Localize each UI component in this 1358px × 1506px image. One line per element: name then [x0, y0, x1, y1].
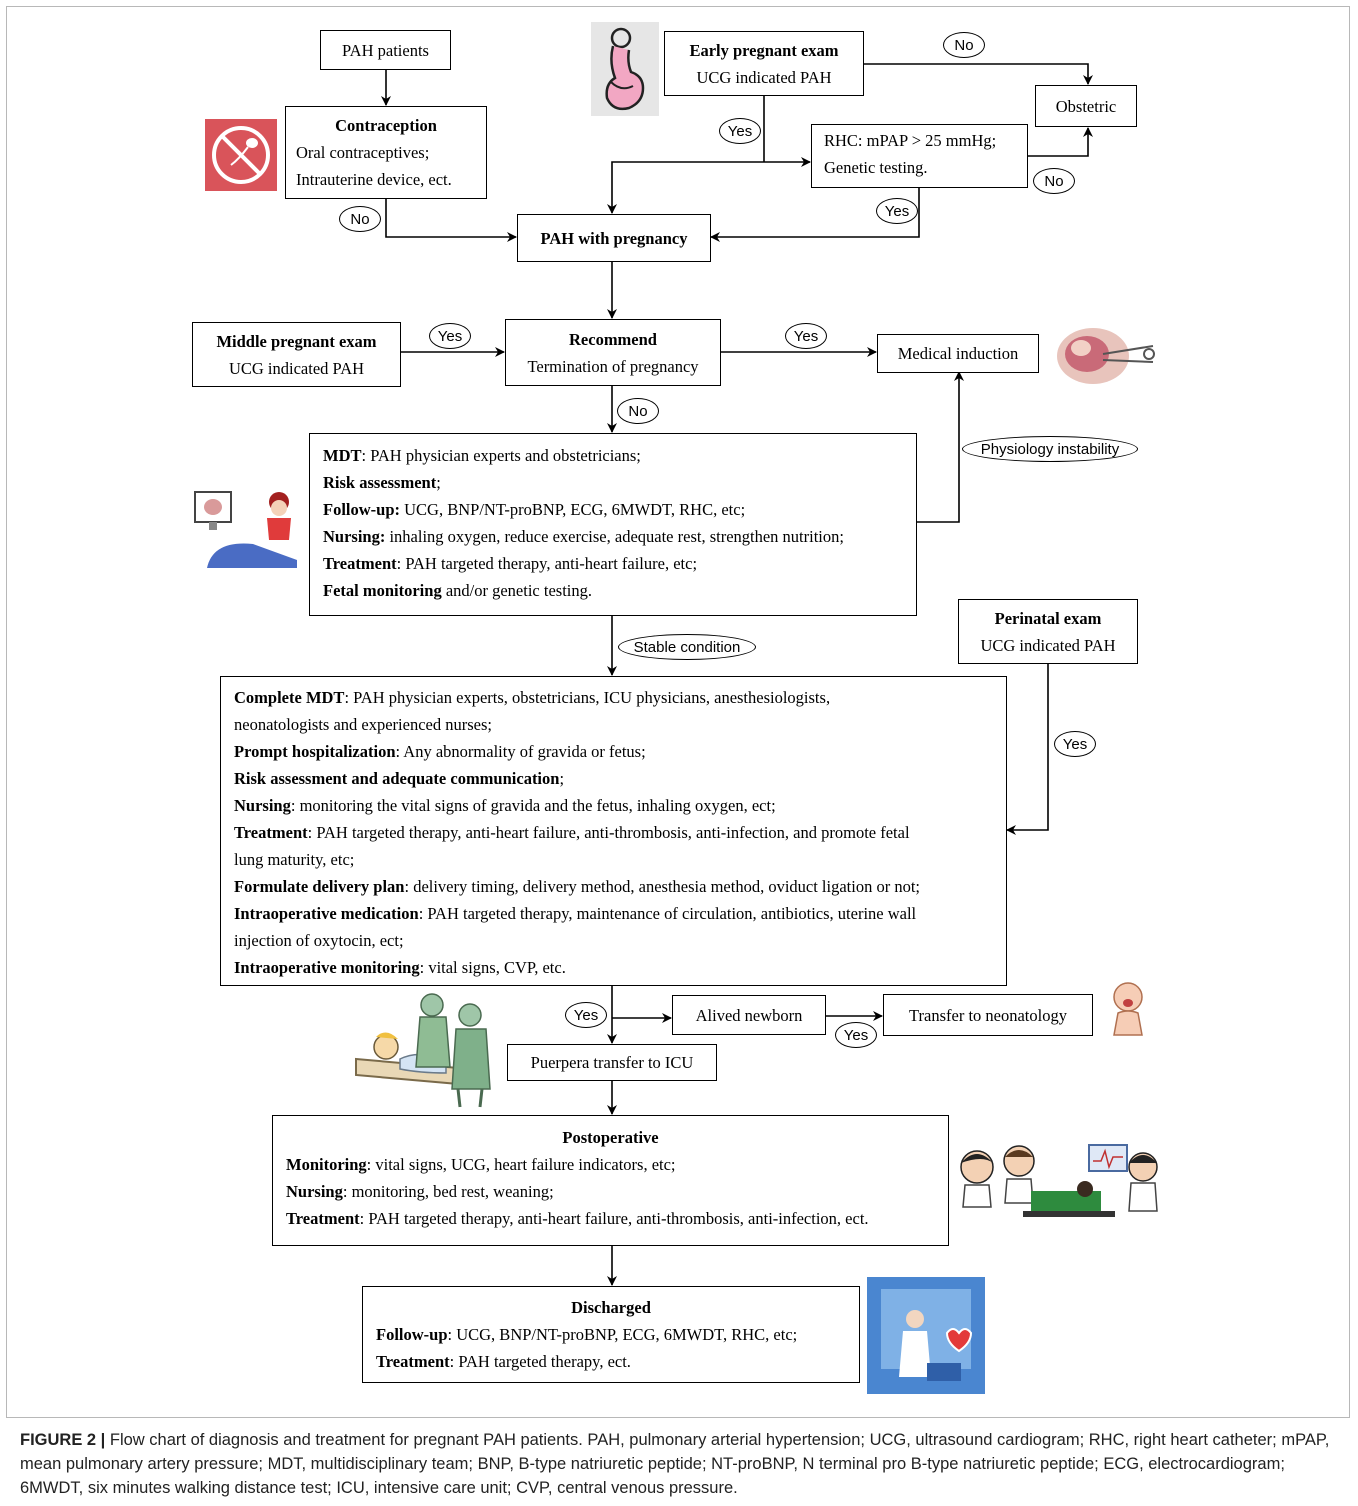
pah-pregnancy-label: PAH with pregnancy	[540, 228, 688, 248]
transfer-neonatology-label: Transfer to neonatology	[909, 1005, 1067, 1025]
surgery-icon	[355, 993, 491, 1108]
recommend-sub: Termination of pregnancy	[527, 356, 699, 376]
label-yes-perinatal: Yes	[1054, 731, 1096, 757]
icu-team-icon	[960, 1144, 1158, 1217]
label-yes-newborn: Yes	[565, 1002, 607, 1028]
ultrasound-exam-icon	[194, 491, 297, 568]
node-alived-newborn: Alived newborn	[672, 995, 826, 1035]
text-line: Prompt hospitalization: Any abnormality …	[234, 742, 646, 761]
text-line: Treatment: PAH targeted therapy, anti-he…	[323, 554, 698, 573]
rhc-line: Genetic testing.	[824, 158, 928, 177]
middle-exam-title: Middle pregnant exam	[216, 331, 377, 351]
node-complete-mdt: Complete MDT: PAH physician experts, obs…	[220, 676, 1007, 986]
edge-early-pregnancy	[607, 161, 764, 214]
node-obstetric: Obstetric	[1035, 85, 1137, 127]
text-line: Risk assessment;	[323, 473, 441, 492]
node-transfer-neonatology: Transfer to neonatology	[883, 994, 1093, 1036]
text-line: Complete MDT: PAH physician experts, obs…	[234, 688, 831, 707]
text-line: Follow-up: UCG, BNP/NT-proBNP, ECG, 6MWD…	[376, 1325, 798, 1344]
text-line: Treatment: PAH targeted therapy, ect.	[376, 1352, 631, 1371]
text-line: Nursing: inhaling oxygen, reduce exercis…	[323, 527, 844, 546]
newborn-icon	[1113, 982, 1143, 1036]
figure-caption: FIGURE 2 | Flow chart of diagnosis and t…	[20, 1428, 1338, 1500]
text-line: Nursing: monitoring the vital signs of g…	[234, 796, 776, 815]
edge-contraception-pregnancy	[385, 199, 517, 242]
perinatal-exam-sub: UCG indicated PAH	[980, 635, 1116, 655]
label-yes-induction: Yes	[785, 323, 827, 349]
text-line: Intraoperative monitoring: vital signs, …	[234, 958, 566, 977]
node-postoperative: Postoperative Monitoring: vital signs, U…	[272, 1115, 949, 1246]
postoperative-title: Postoperative	[562, 1128, 659, 1147]
node-rhc: RHC: mPAP > 25 mmHg; Genetic testing.	[811, 124, 1028, 188]
node-pah-pregnancy: PAH with pregnancy	[517, 214, 711, 262]
edge-perinatal-complete	[1006, 664, 1049, 835]
early-exam-title: Early pregnant exam	[689, 40, 839, 60]
mdt-lines: MDT: PAH physician experts and obstetric…	[323, 442, 903, 604]
edge-rhc-pregnancy	[710, 188, 920, 242]
discharged-title: Discharged	[571, 1298, 651, 1317]
text-line: Nursing: monitoring, bed rest, weaning;	[286, 1182, 554, 1201]
edge-rhc-obstetric	[1028, 127, 1093, 157]
node-early-exam: Early pregnant exam UCG indicated PAH	[664, 31, 864, 96]
text-line: Risk assessment and adequate communicati…	[234, 769, 565, 788]
medical-induction-label: Medical induction	[897, 344, 1019, 363]
recommend-title: Recommend	[569, 329, 657, 349]
obstetric-label: Obstetric	[1055, 96, 1117, 116]
edge-early-obstetric	[864, 63, 1093, 85]
label-yes-middle: Yes	[429, 323, 471, 349]
node-perinatal-exam: Perinatal exam UCG indicated PAH	[958, 599, 1138, 664]
label-no-top: No	[943, 32, 985, 58]
label-yes-neonatology: Yes	[835, 1022, 877, 1048]
discharged-lines: Follow-up: UCG, BNP/NT-proBNP, ECG, 6MWD…	[376, 1321, 846, 1375]
node-puerpera-icu: Puerpera transfer to ICU	[507, 1044, 717, 1081]
contraception-title: Contraception	[335, 116, 437, 135]
perinatal-exam-title: Perinatal exam	[994, 608, 1102, 628]
text-line: Fetal monitoring and/or genetic testing.	[323, 581, 592, 600]
text-line: MDT: PAH physician experts and obstetric…	[323, 446, 641, 465]
contraception-icon	[205, 119, 277, 191]
text-line: Treatment: PAH targeted therapy, anti-he…	[234, 823, 910, 842]
label-yes-early: Yes	[719, 118, 761, 144]
label-no-rhc: No	[1033, 168, 1075, 194]
node-recommend: Recommend Termination of pregnancy	[505, 319, 721, 386]
text-line: Intraoperative medication: PAH targeted …	[234, 904, 917, 923]
postoperative-lines: Monitoring: vital signs, UCG, heart fail…	[286, 1151, 935, 1232]
text-line: neonatologists and experienced nurses;	[234, 715, 492, 734]
node-discharged: Discharged Follow-up: UCG, BNP/NT-proBNP…	[362, 1286, 860, 1383]
label-no-recommend: No	[617, 398, 659, 424]
contraception-line: Intrauterine device, ect.	[296, 170, 452, 189]
label-physiology-instability: Physiology instability	[962, 436, 1138, 462]
node-contraception: Contraception Oral contraceptives; Intra…	[285, 106, 487, 199]
text-line: injection of oxytocin, ect;	[234, 931, 404, 950]
node-pah-patients-label: PAH patients	[342, 40, 429, 60]
node-pah-patients: PAH patients	[320, 30, 451, 70]
puerpera-icu-label: Puerpera transfer to ICU	[530, 1053, 694, 1072]
text-line: lung maturity, etc;	[234, 850, 355, 869]
text-line: Monitoring: vital signs, UCG, heart fail…	[286, 1155, 676, 1174]
induction-icon	[1057, 328, 1155, 384]
pregnant-woman-icon	[591, 22, 659, 116]
text-line: Formulate delivery plan: delivery timing…	[234, 877, 921, 896]
figure-frame	[6, 6, 1350, 1418]
edge-mdt-induction	[917, 371, 964, 523]
rhc-line: RHC: mPAP > 25 mmHg;	[824, 131, 997, 150]
text-line: Follow-up: UCG, BNP/NT-proBNP, ECG, 6MWD…	[323, 500, 746, 519]
caption-text: Flow chart of diagnosis and treatment fo…	[20, 1431, 1330, 1497]
caption-label: FIGURE 2 |	[20, 1431, 106, 1449]
text-line: Treatment: PAH targeted therapy, anti-he…	[286, 1209, 869, 1228]
label-yes-rhc: Yes	[876, 198, 918, 224]
label-no-contraception: No	[339, 206, 381, 232]
complete-mdt-lines: Complete MDT: PAH physician experts, obs…	[234, 684, 993, 981]
early-exam-sub: UCG indicated PAH	[696, 67, 832, 87]
middle-exam-sub: UCG indicated PAH	[228, 358, 365, 378]
contraception-line: Oral contraceptives;	[296, 143, 430, 162]
label-stable-condition: Stable condition	[618, 634, 756, 660]
node-medical-induction: Medical induction	[877, 334, 1039, 373]
alived-newborn-label: Alived newborn	[695, 1005, 803, 1025]
node-middle-exam: Middle pregnant exam UCG indicated PAH	[192, 322, 401, 387]
node-mdt: MDT: PAH physician experts and obstetric…	[309, 433, 917, 616]
doctor-discharge-icon	[867, 1277, 985, 1394]
